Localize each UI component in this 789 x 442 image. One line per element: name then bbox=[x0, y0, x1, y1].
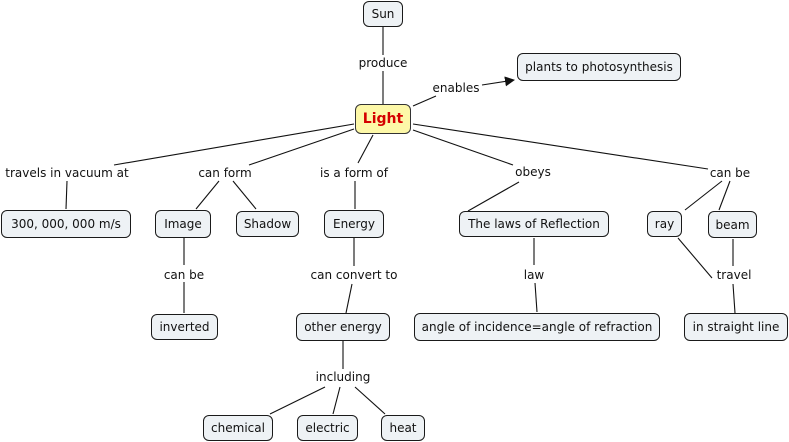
connector-enables-plants bbox=[481, 76, 515, 87]
concept-speed-of-light[interactable]: 300, 000, 000 m/s bbox=[1, 210, 131, 238]
connector-including-electric bbox=[332, 386, 341, 415]
concept-chemical[interactable]: chemical bbox=[203, 415, 273, 441]
link-can-be-image[interactable]: can be bbox=[162, 268, 206, 282]
connector-law-angle bbox=[534, 282, 538, 313]
connector-convert-other bbox=[345, 283, 353, 314]
connector-obeys-laws bbox=[467, 181, 520, 212]
concept-heat[interactable]: heat bbox=[381, 415, 425, 441]
concept-other-energy[interactable]: other energy bbox=[296, 313, 390, 341]
connector-canbe-beam bbox=[718, 180, 731, 211]
link-is-a-form-of[interactable]: is a form of bbox=[319, 166, 389, 180]
connector-canbe-ray bbox=[684, 180, 723, 211]
connector-light-canbe bbox=[412, 123, 709, 170]
connector-light-enables bbox=[412, 95, 437, 107]
concept-plants-to-photosynthesis[interactable]: plants to photosynthesis bbox=[517, 53, 681, 81]
connector-canform-image bbox=[195, 180, 220, 210]
connector-including-heat bbox=[354, 386, 386, 415]
concept-sun[interactable]: Sun bbox=[363, 1, 403, 27]
link-can-form[interactable]: can form bbox=[197, 166, 253, 180]
link-obeys[interactable]: obeys bbox=[514, 165, 552, 179]
connector-travel-straight bbox=[732, 283, 736, 314]
link-enables[interactable]: enables bbox=[431, 81, 481, 95]
connector-light-obeys bbox=[412, 129, 514, 166]
link-produce[interactable]: produce bbox=[357, 56, 409, 70]
connector-light-formof bbox=[357, 134, 374, 164]
concept-electric[interactable]: electric bbox=[297, 415, 358, 441]
link-can-convert-to[interactable]: can convert to bbox=[309, 268, 399, 282]
concept-light-root[interactable]: Light bbox=[355, 104, 411, 134]
connector-travels-speed bbox=[65, 180, 68, 210]
link-can-be-light[interactable]: can be bbox=[708, 166, 752, 180]
connector-including-chemical bbox=[269, 386, 326, 415]
concept-image[interactable]: Image bbox=[155, 210, 211, 238]
concept-inverted[interactable]: inverted bbox=[151, 314, 218, 340]
connector-light-canform bbox=[248, 128, 355, 166]
connector-light-travels bbox=[113, 123, 355, 166]
concept-beam[interactable]: beam bbox=[708, 211, 757, 238]
link-including[interactable]: including bbox=[314, 370, 372, 384]
concept-laws-of-reflection[interactable]: The laws of Reflection bbox=[459, 211, 609, 237]
concept-shadow[interactable]: Shadow bbox=[236, 211, 299, 237]
concept-energy[interactable]: Energy bbox=[324, 210, 384, 238]
concept-angle-equality[interactable]: angle of incidence=angle of refraction bbox=[414, 313, 660, 341]
connector-ray-travel bbox=[677, 237, 713, 279]
link-law[interactable]: law bbox=[522, 268, 546, 282]
concept-ray[interactable]: ray bbox=[647, 211, 682, 237]
link-travel[interactable]: travel bbox=[715, 268, 753, 282]
connector-canform-shadow bbox=[232, 180, 257, 210]
link-travels-in-vacuum-at[interactable]: travels in vacuum at bbox=[4, 166, 130, 180]
concept-in-straight-line[interactable]: in straight line bbox=[684, 313, 788, 341]
